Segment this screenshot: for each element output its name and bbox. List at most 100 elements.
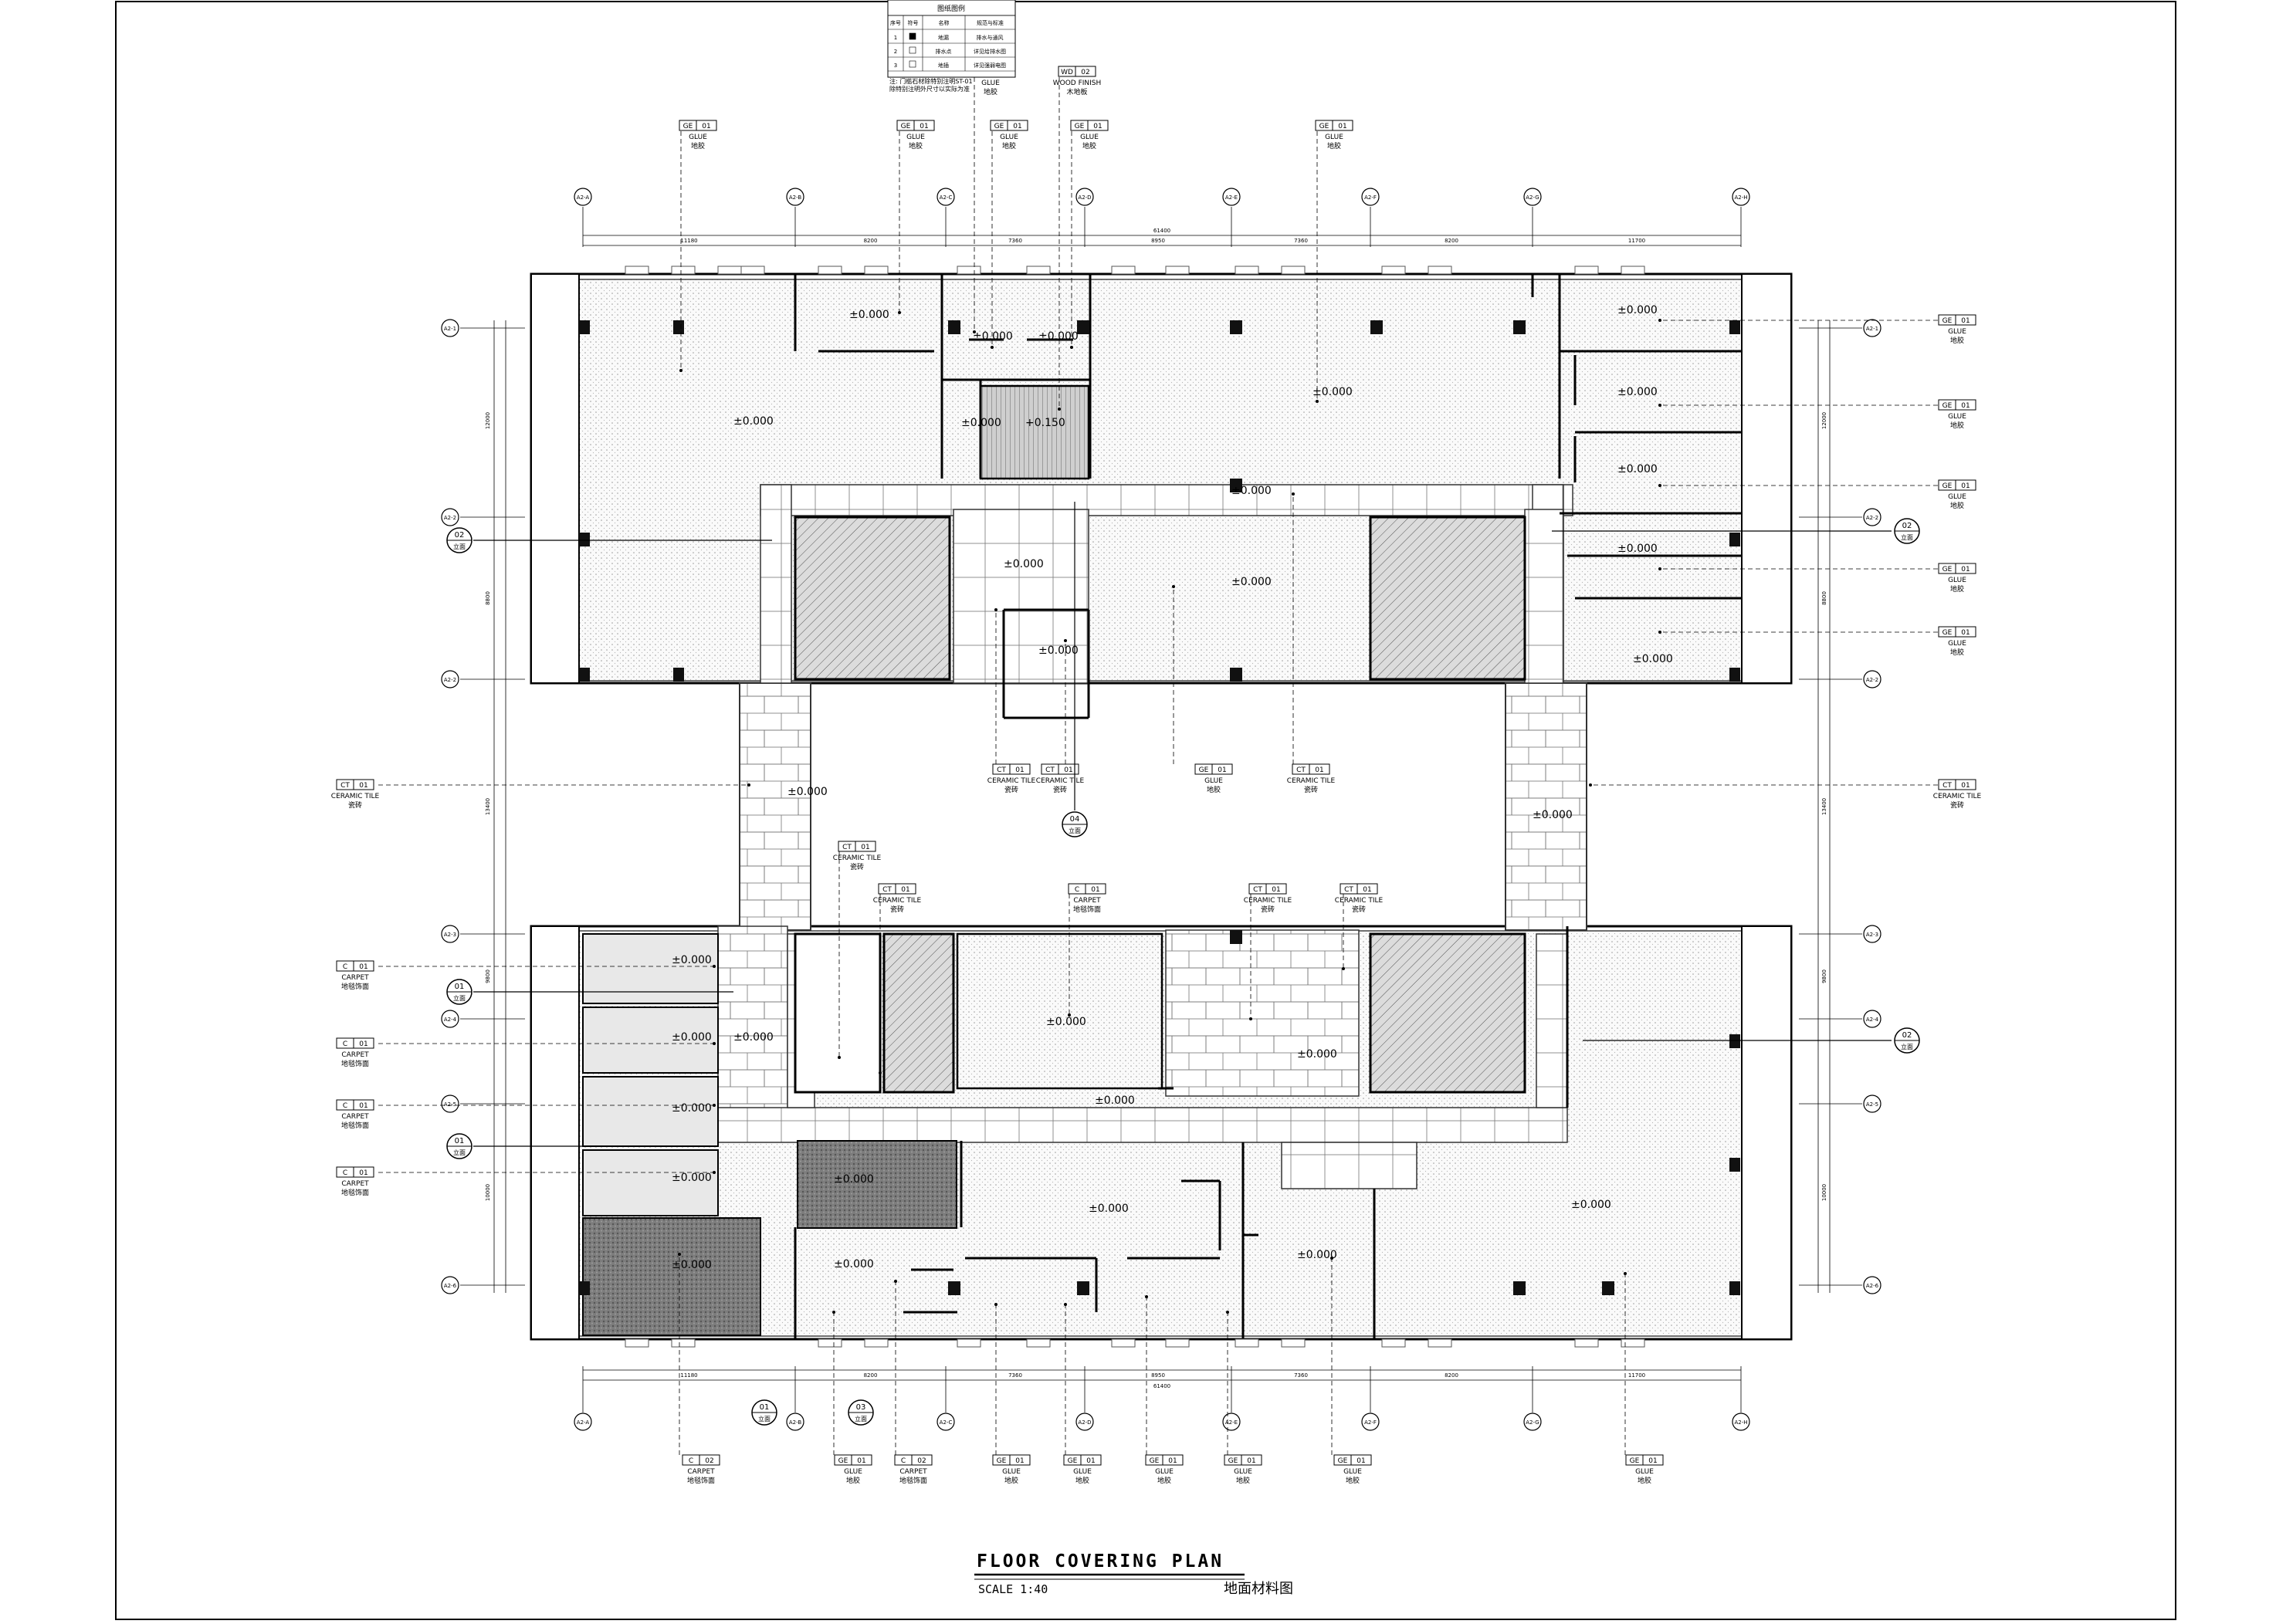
- material-name: CERAMIC TILE: [1036, 777, 1085, 785]
- grid-bubble-label: A2-H: [1734, 195, 1747, 201]
- dimension-label: 11180: [680, 1372, 697, 1379]
- dimension-label: 8200: [864, 238, 878, 244]
- section-number: 01: [455, 983, 465, 991]
- material-code: GE: [997, 1457, 1007, 1465]
- material-name-cn: 瓷砖: [850, 862, 864, 871]
- material-code: CT: [882, 886, 892, 894]
- level-label: ±0.000: [973, 330, 1013, 343]
- material-number: 01: [1961, 566, 1970, 573]
- material-name: GLUE: [1948, 493, 1966, 501]
- material-number: 01: [1218, 766, 1226, 774]
- section-ref: 立面: [453, 543, 466, 550]
- material-name-cn: 瓷砖: [1261, 905, 1275, 914]
- material-code: CT: [340, 782, 350, 790]
- material-name: GLUE: [689, 134, 707, 141]
- dimension-label: 10000: [1821, 1184, 1827, 1201]
- grid-bubble-label: A2-B: [789, 1419, 802, 1426]
- dimension-label: 8950: [1151, 238, 1165, 244]
- grid-bubble-label: A2-5: [1866, 1101, 1878, 1108]
- section-ref: 立面: [453, 1149, 466, 1156]
- legend-note: 注: 门槛石材除特别注明ST-01: [889, 77, 973, 85]
- material-code: GE: [994, 123, 1004, 130]
- material-name: GLUE: [1325, 134, 1343, 141]
- legend-header: 名称: [939, 19, 950, 26]
- material-number: 01: [1363, 886, 1371, 894]
- grid-bubble-label: A2-F: [1364, 1419, 1377, 1426]
- material-number: 01: [359, 1169, 367, 1177]
- section-ref: 立面: [758, 1415, 771, 1423]
- total-dimension: 61400: [1153, 228, 1170, 234]
- section-number: 01: [455, 1137, 465, 1145]
- grid-bubble-label: A2-1: [444, 326, 456, 332]
- material-name: CERAMIC TILE: [1933, 793, 1982, 800]
- material-name-cn: 地胶: [1157, 1476, 1171, 1485]
- material-name: GLUE: [1948, 413, 1966, 421]
- material-name: CARPET: [341, 1051, 369, 1059]
- material-number: 01: [1338, 123, 1346, 130]
- level-label: ±0.000: [733, 1031, 774, 1044]
- material-name-cn: 地胶: [1950, 648, 1964, 657]
- level-label: ±0.000: [961, 417, 1001, 429]
- dimension-label: 8200: [1445, 1372, 1458, 1379]
- material-name: GLUE: [1155, 1468, 1174, 1476]
- material-name-cn: 地毯饰面: [899, 1476, 927, 1485]
- material-name: GLUE: [1073, 1468, 1092, 1476]
- material-code: CT: [1942, 782, 1952, 790]
- material-name-cn: 地胶: [1950, 501, 1964, 510]
- section-number: 01: [760, 1403, 770, 1412]
- material-name: CARPET: [341, 1180, 369, 1188]
- legend-row-number: 2: [894, 49, 897, 55]
- level-label: ±0.000: [834, 1173, 874, 1186]
- legend-row-note: 详见给排水图: [974, 48, 1006, 55]
- material-name: GLUE: [981, 80, 1000, 87]
- material-number: 01: [1961, 482, 1970, 490]
- material-code: C: [901, 1457, 906, 1465]
- section-number: 02: [1902, 522, 1912, 530]
- material-number: 01: [861, 844, 869, 851]
- material-number: 01: [1086, 1457, 1095, 1465]
- material-number: 01: [1013, 123, 1021, 130]
- level-label: ±0.000: [1046, 1016, 1086, 1028]
- grid-bubble-label: A2-A: [577, 1419, 590, 1426]
- material-code: C: [689, 1457, 693, 1465]
- grid-bubble-label: A2-2: [444, 677, 456, 683]
- material-name: WOOD FINISH: [1053, 80, 1102, 87]
- grid-bubble-label: A2-4: [444, 1017, 457, 1023]
- material-code: GE: [1228, 1457, 1238, 1465]
- material-code: GE: [1942, 629, 1953, 637]
- material-name-cn: 地胶: [909, 141, 923, 151]
- material-name: CARPET: [1073, 897, 1101, 905]
- material-number: 01: [702, 123, 710, 130]
- material-code: GE: [1942, 566, 1953, 573]
- legend-row-note: 排水与通风: [977, 34, 1004, 41]
- material-number: 01: [1064, 766, 1072, 774]
- legend-row-name: 地插: [938, 62, 949, 69]
- grid-bubble-label: A2-C: [940, 195, 953, 201]
- material-code: GE: [1338, 1457, 1348, 1465]
- level-label: ±0.000: [672, 1031, 712, 1044]
- material-number: 01: [901, 886, 909, 894]
- legend-row-name: 排水点: [936, 48, 952, 55]
- dimension-label: 11700: [1628, 238, 1645, 244]
- level-label: ±0.000: [672, 954, 712, 966]
- grid-bubble-label: A2-D: [1078, 1419, 1091, 1426]
- material-number: 02: [917, 1457, 926, 1465]
- dimension-label: 13400: [485, 798, 491, 815]
- level-label: ±0.000: [1089, 1203, 1129, 1215]
- section-ref: 立面: [1069, 827, 1081, 834]
